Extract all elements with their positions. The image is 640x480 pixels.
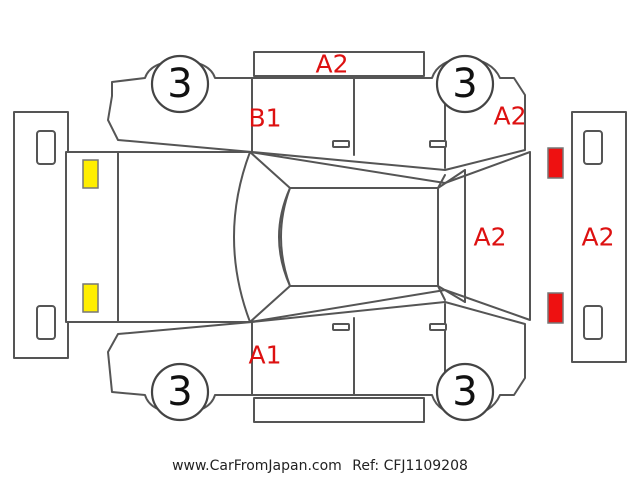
tire-grade: 3 [167, 369, 192, 415]
tire-grade: 3 [452, 61, 477, 107]
tire-rear-left: 3 [435, 362, 495, 422]
tire-front-left: 3 [150, 362, 210, 422]
front-light-left [82, 283, 99, 313]
left-side-profile [107, 301, 526, 423]
damage-mark-rear-bumper: A2 [581, 223, 614, 252]
footer-ref: Ref: CFJ1109208 [352, 458, 468, 474]
tire-front-right: 3 [150, 54, 210, 114]
front-light-right [82, 159, 99, 189]
rear-light-left [547, 292, 564, 324]
damage-mark-right-front-door: B1 [248, 104, 281, 133]
rear-light-right [547, 147, 564, 179]
damage-mark-left-front-door: A1 [248, 341, 281, 370]
damage-mark-trunk-lid: A2 [473, 223, 506, 252]
front-bumper [13, 111, 69, 359]
damage-mark-right-panel: A2 [315, 50, 348, 79]
damage-mark-right-rear-quarter: A2 [493, 102, 526, 131]
footer-site: www.CarFromJapan.com [172, 458, 342, 474]
tire-grade: 3 [452, 369, 477, 415]
car-body-top-view [65, 144, 531, 331]
tire-grade: 3 [167, 61, 192, 107]
rear-bumper [571, 111, 627, 363]
tire-rear-right: 3 [435, 54, 495, 114]
footer-reference: www.CarFromJapan.com Ref: CFJ1109208 [172, 458, 468, 474]
